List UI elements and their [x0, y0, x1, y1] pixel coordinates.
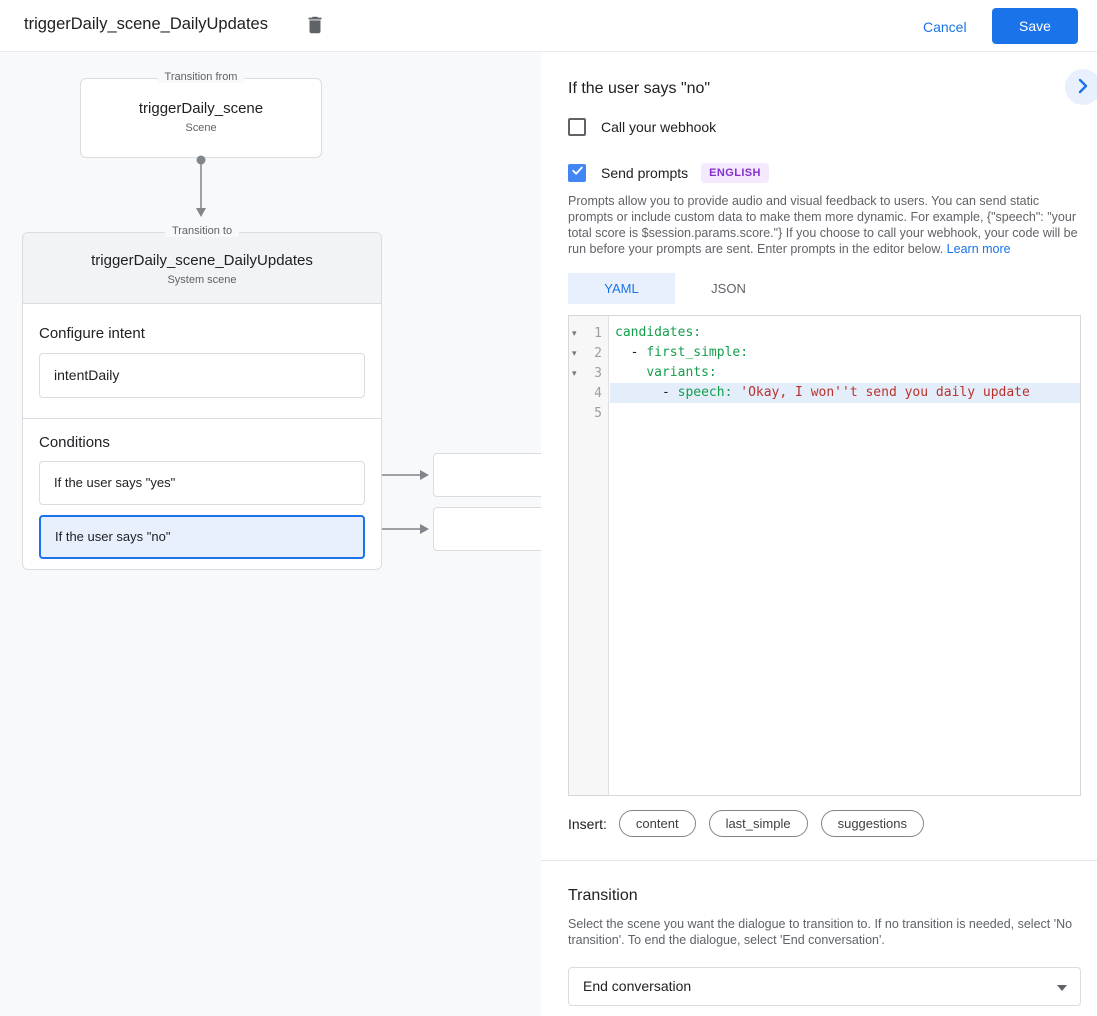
line-number: 3: [594, 365, 602, 381]
arrowhead-icon: [420, 470, 429, 480]
to-scene-header[interactable]: triggerDaily_scene_DailyUpdates System s…: [23, 233, 381, 304]
dropdown-arrow-icon: [1057, 985, 1067, 991]
save-button[interactable]: Save: [992, 8, 1078, 44]
configure-intent-label: Configure intent: [39, 325, 145, 342]
editor-code-area[interactable]: candidates: - first_simple: variants: - …: [610, 316, 1080, 795]
prompts-description-text: Prompts allow you to provide audio and v…: [568, 194, 1078, 256]
transition-from-node[interactable]: Transition from triggerDaily_scene Scene: [80, 71, 322, 158]
section-divider: [23, 418, 381, 419]
collapse-panel-button[interactable]: [1065, 69, 1097, 105]
connector-dot: [196, 155, 206, 165]
page-title: triggerDaily_scene_DailyUpdates: [24, 15, 268, 33]
delete-scene-button[interactable]: [303, 14, 327, 38]
tab-yaml[interactable]: YAML: [568, 273, 675, 304]
from-scene-subtitle: Scene: [185, 122, 217, 134]
send-prompts-checkbox[interactable]: [568, 164, 586, 182]
cancel-button[interactable]: Cancel: [915, 13, 975, 41]
line-number: 2: [594, 345, 602, 361]
condition-target-node[interactable]: [433, 453, 541, 497]
transition-to-legend: Transition to: [164, 225, 240, 237]
to-scene-title: triggerDaily_scene_DailyUpdates: [91, 252, 313, 269]
transition-to-node: Transition to triggerDaily_scene_DailyUp…: [22, 225, 382, 570]
send-prompts-row: Send prompts ENGLISH: [568, 163, 769, 183]
transition-select[interactable]: End conversation: [568, 967, 1081, 1006]
line-number: 1: [594, 325, 602, 341]
fold-arrow-icon[interactable]: ▾: [572, 327, 577, 338]
editor-gutter: ▾ 1 ▾ 2 ▾ 3 4 5: [569, 316, 609, 795]
call-webhook-checkbox[interactable]: [568, 118, 586, 136]
line-number: 5: [594, 405, 602, 421]
tab-json[interactable]: JSON: [711, 281, 746, 296]
learn-more-link[interactable]: Learn more: [946, 242, 1011, 256]
insert-chips: content last_simple suggestions: [618, 810, 937, 837]
code-line-1[interactable]: candidates:: [615, 325, 702, 340]
transition-from-legend: Transition from: [157, 71, 245, 83]
fold-arrow-icon[interactable]: ▾: [572, 347, 577, 358]
trash-icon: [304, 16, 326, 39]
top-bar: triggerDaily_scene_DailyUpdates Cancel S…: [0, 0, 1097, 52]
panel-divider: [541, 860, 1097, 861]
code-line-2[interactable]: - first_simple:: [615, 345, 749, 360]
to-scene-body: Configure intent intentDaily Conditions …: [23, 325, 381, 559]
insert-label: Insert:: [568, 815, 607, 832]
language-badge: ENGLISH: [701, 163, 769, 183]
code-line-4[interactable]: - speech: 'Okay, I won''t send you daily…: [610, 383, 1080, 403]
call-webhook-label: Call your webhook: [601, 119, 717, 135]
from-scene-title: triggerDaily_scene: [138, 100, 264, 117]
to-scene-subtitle: System scene: [167, 274, 237, 286]
prompts-description: Prompts allow you to provide audio and v…: [568, 193, 1082, 257]
conditions-label: Conditions: [39, 434, 110, 451]
editor-format-tabs: YAML JSON: [568, 273, 782, 304]
checkmark-icon: [571, 164, 584, 182]
condition-item[interactable]: If the user says "yes": [39, 461, 365, 505]
code-line-5[interactable]: [610, 403, 1080, 423]
insert-chip-last_simple[interactable]: last_simple: [708, 810, 808, 837]
condition-item[interactable]: If the user says "no": [39, 515, 365, 559]
fold-arrow-icon[interactable]: ▾: [572, 367, 577, 378]
scene-diagram-canvas: Transition from triggerDaily_scene Scene…: [0, 52, 541, 1016]
send-prompts-label: Send prompts: [601, 165, 689, 181]
conditions-list: If the user says "yes" If the user says "…: [39, 461, 365, 559]
transition-heading: Transition: [568, 887, 638, 904]
condition-detail-panel: If the user says "no" Call your webhook …: [541, 52, 1097, 1016]
arrowhead-icon: [420, 524, 429, 534]
panel-title: If the user says "no": [568, 80, 711, 97]
intent-card[interactable]: intentDaily: [39, 353, 365, 398]
line-number: 4: [594, 385, 602, 401]
code-line-3[interactable]: variants:: [646, 365, 717, 380]
insert-chip-content[interactable]: content: [618, 810, 696, 837]
yaml-code-editor: ▾ 1 ▾ 2 ▾ 3 4 5 candidates: - first_simple: var…: [568, 315, 1081, 796]
insert-chip-suggestions[interactable]: suggestions: [820, 810, 924, 837]
arrowhead-icon: [196, 208, 206, 217]
chevron-right-icon: [1073, 78, 1093, 99]
transition-description: Select the scene you want the dialogue t…: [568, 917, 1073, 947]
call-webhook-row: Call your webhook: [568, 118, 716, 136]
insert-row: Insert: content last_simple suggestions: [568, 810, 937, 837]
transition-select-value: End conversation: [583, 978, 692, 994]
condition-target-node[interactable]: [433, 507, 541, 551]
